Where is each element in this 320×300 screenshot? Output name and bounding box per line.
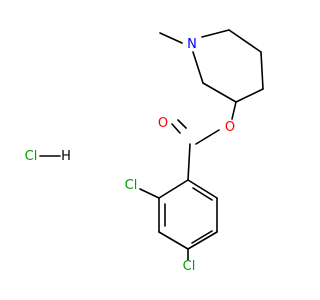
bond-n1-c2 (201, 29, 230, 38)
bond-carbonyl-c-ring (187, 143, 191, 181)
bond-ring-c1-c2 (158, 179, 189, 199)
bond-aromatic-inner-2 (191, 230, 213, 244)
bond-carbonyl-c-o-1 (171, 123, 181, 134)
bond-aromatic-inner-3 (192, 187, 213, 201)
bond-n1-methyl (159, 32, 183, 44)
atom-cl-ortho-label: Cl (125, 178, 138, 193)
bond-ring-c6-c1 (187, 179, 218, 199)
bond-c3-c4 (260, 51, 264, 90)
bond-ring-cl-ortho (139, 188, 160, 199)
bond-c5-o-ester (231, 101, 237, 120)
bond-c4-c5 (235, 88, 264, 103)
chemical-structure: N O O Cl Cl Cl H (25, 29, 264, 274)
atom-cl-para-label: Cl (183, 259, 196, 274)
bond-carbonyl-c-o-2 (177, 119, 187, 129)
atom-n-label: N (187, 37, 197, 52)
bond-ring-c4-c5 (187, 231, 218, 250)
salt-cl-label: Cl (25, 149, 38, 164)
bond-o-ester-carbonyl-c (195, 129, 220, 145)
bond-c2-c3 (228, 29, 262, 53)
bond-c5-c6 (202, 82, 237, 103)
bond-ring-c3-c4 (158, 231, 189, 250)
atom-o-ester-label: O (225, 120, 235, 135)
structure-canvas: N O O Cl Cl Cl H (25, 29, 264, 274)
bond-c6-n1 (192, 51, 204, 84)
atom-o-carbonyl-label: O (158, 116, 168, 131)
salt-h-label: H (61, 149, 71, 164)
